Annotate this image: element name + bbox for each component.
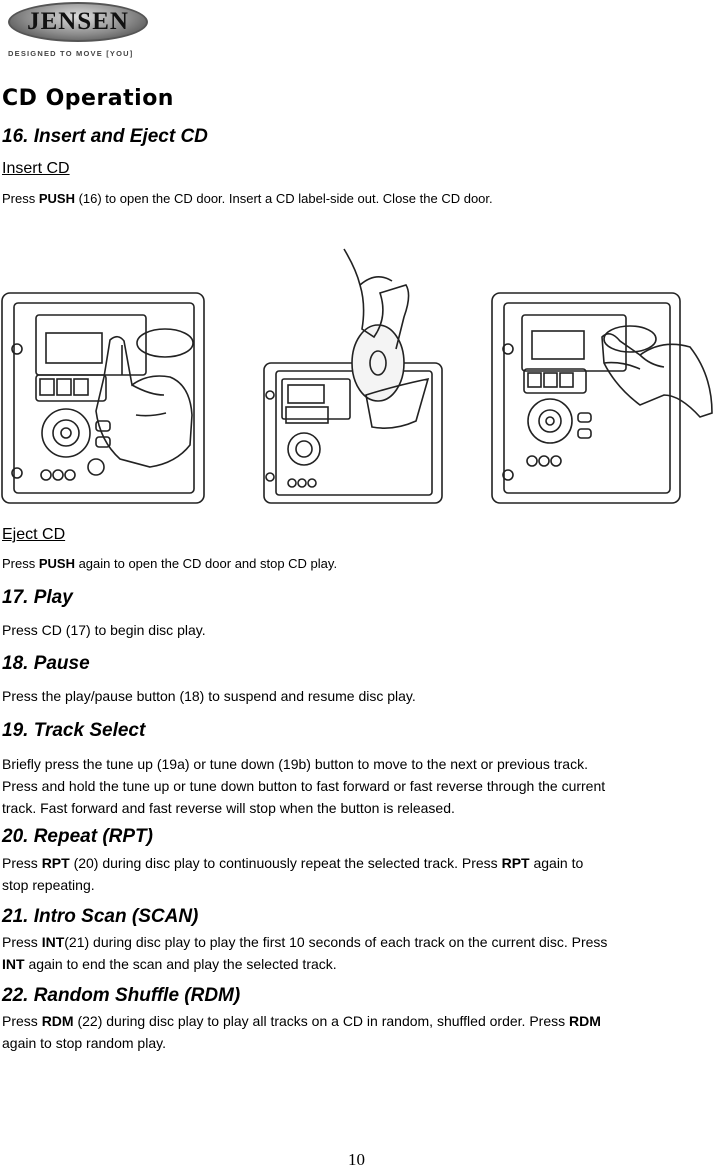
section-heading-random-shuffle: 22. Random Shuffle (RDM) <box>2 985 241 1006</box>
insert-cd-text: Press PUSH (16) to open the CD door. Ins… <box>2 191 493 206</box>
section-heading-repeat: 20. Repeat (RPT) <box>2 826 153 847</box>
repeat-text: Press RPT (20) during disc play to conti… <box>2 855 584 893</box>
section-heading-pause: 18. Pause <box>2 653 90 674</box>
radio-panel-right <box>491 292 713 504</box>
random-shuffle-text: Press RDM (22) during disc play to play … <box>2 1013 601 1051</box>
page-title: CD Operation <box>2 86 174 111</box>
logo-brand: JENSEN <box>27 8 129 35</box>
subheading-eject-cd: Eject CD <box>2 526 66 543</box>
intro-scan-text: Press INT(21) during disc play to play t… <box>2 934 608 972</box>
cd-insert-illustrations <box>1 248 713 504</box>
pause-text: Press the play/pause button (18) to susp… <box>2 688 416 704</box>
logo-tagline: DESIGNED TO MOVE [YOU] <box>8 49 134 58</box>
section-heading-intro-scan: 21. Intro Scan (SCAN) <box>2 906 199 927</box>
track-select-text: Briefly press the tune up (19a) or tune … <box>2 756 606 816</box>
logo-emblem <box>8 2 148 42</box>
jensen-logo: JENSEN DESIGNED TO MOVE [YOU] <box>2 0 162 64</box>
section-heading-track-select: 19. Track Select <box>2 720 146 741</box>
page-number: 10 <box>348 1150 365 1169</box>
play-text: Press CD (17) to begin disc play. <box>2 622 206 638</box>
section-heading-play: 17. Play <box>2 587 73 608</box>
eject-cd-text: Press PUSH again to open the CD door and… <box>2 556 338 571</box>
subheading-insert-cd: Insert CD <box>2 160 70 177</box>
section-heading-insert-eject: 16. Insert and Eject CD <box>2 126 208 147</box>
radio-panel-left <box>1 292 205 504</box>
radio-panel-middle <box>263 248 443 504</box>
